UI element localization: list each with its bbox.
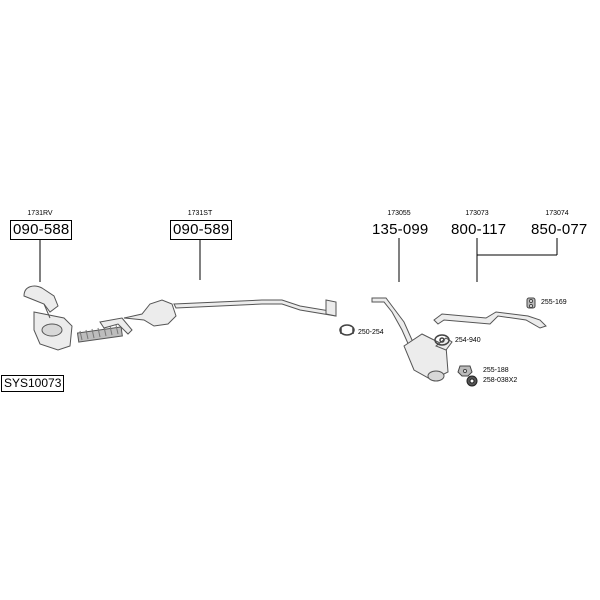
catalyst-pipe-shape: [123, 299, 337, 327]
oem-label-5: 173074: [545, 210, 569, 217]
accessory-255-188[interactable]: 255-188: [483, 367, 509, 374]
part-number-135-099[interactable]: 135-099: [372, 221, 429, 238]
rear-silencer-shape: [371, 297, 453, 382]
oem-label-3: 173055: [387, 210, 411, 217]
manifold-catalyst-shape: [23, 285, 73, 351]
part-number-850-077[interactable]: 850-077: [531, 221, 588, 238]
oem-label-2: 1731ST: [187, 210, 213, 217]
part-number-090-589[interactable]: 090-589: [170, 220, 233, 240]
oem-label-4: 173073: [465, 210, 489, 217]
clamp-254-940-shape: [434, 334, 450, 346]
accessory-255-169[interactable]: 255-169: [541, 299, 567, 306]
accessory-258-038X2[interactable]: 258-038X2: [483, 377, 518, 384]
system-code: SYS10073: [1, 375, 65, 392]
gasket-258-038X2-shape: [466, 375, 478, 387]
oem-label-1: 1731RV: [27, 210, 53, 217]
accessory-254-940[interactable]: 254-940: [455, 337, 481, 344]
clamp-250-254-shape: [339, 324, 355, 336]
hanger-255-169-shape: [526, 297, 536, 309]
part-number-800-117[interactable]: 800-117: [451, 221, 507, 238]
tail-pipe-shape: [433, 311, 547, 329]
flex-pipe-shape: [76, 317, 133, 343]
hanger-255-188-shape: [457, 365, 473, 377]
accessory-250-254[interactable]: 250-254: [358, 329, 384, 336]
part-number-090-588[interactable]: 090-588: [10, 220, 73, 240]
